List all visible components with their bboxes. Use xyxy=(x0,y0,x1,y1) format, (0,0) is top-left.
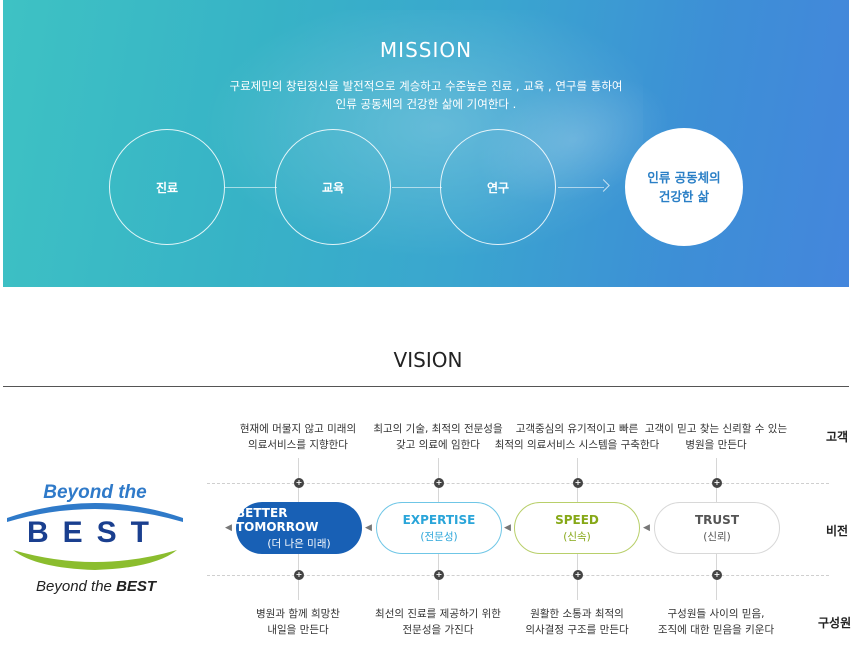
arrow-left-icon: ◀ xyxy=(643,523,650,533)
value-trust: TRUST (신뢰) xyxy=(654,502,780,554)
mission-title: MISSION xyxy=(379,38,473,62)
value-ko: (신뢰) xyxy=(703,530,731,543)
side-label-vision: 비전 xyxy=(826,524,849,538)
arrow-left-icon: ◀ xyxy=(225,523,232,533)
text-line: 의사결정 구조를 만든다 xyxy=(525,624,629,636)
mission-section: MISSION 구료제민의 창립정신을 발전적으로 계승하고 수준높은 진료 ,… xyxy=(3,0,849,287)
goal-line2: 건강한 삶 xyxy=(658,189,710,204)
goal-line1: 인류 공동체의 xyxy=(647,170,721,185)
value-ko: (더 나은 미래) xyxy=(267,537,331,550)
plus-icon: + xyxy=(573,478,583,488)
plus-icon: + xyxy=(434,478,444,488)
text-line: 고객중심의 유기적이고 빠른 xyxy=(515,423,639,435)
text-line: 갖고 의료에 임한다 xyxy=(396,439,480,451)
value-speed: SPEED (신속) xyxy=(514,502,640,554)
mission-goal-circle: 인류 공동체의 건강한 삶 xyxy=(625,128,743,246)
connector-line xyxy=(392,187,442,188)
text-line: 최고의 기술, 최적의 전문성을 xyxy=(373,423,503,435)
plus-icon: + xyxy=(294,570,304,580)
value-ko: (신속) xyxy=(563,530,591,543)
background-light xyxy=(183,10,643,270)
plus-icon: + xyxy=(294,478,304,488)
arrow-left-icon: ◀ xyxy=(365,523,372,533)
logo-caption-b: BEST xyxy=(116,578,157,595)
logo-text-top: Beyond the xyxy=(43,482,147,503)
circle-label: 진료 xyxy=(155,180,179,195)
plus-icon: + xyxy=(434,570,444,580)
connector-line xyxy=(225,187,277,188)
text-line: 전문성을 가진다 xyxy=(402,624,474,636)
plus-icon: + xyxy=(712,478,722,488)
value-better-tomorrow: BETTER TOMORROW (더 나은 미래) xyxy=(236,502,362,554)
text-line: 현재에 머물지 않고 미래의 xyxy=(239,423,357,435)
vision-title: VISION xyxy=(393,348,463,372)
text-line: 병원을 만든다 xyxy=(685,439,747,451)
dashed-line-bottom xyxy=(207,575,829,576)
text-line: 고객이 믿고 찾는 신뢰할 수 있는 xyxy=(644,423,788,435)
dashed-line-top xyxy=(207,483,829,484)
beyond-the-best-logo: Beyond the BEST xyxy=(7,482,183,570)
value-en: EXPERTISE xyxy=(402,512,476,527)
logo-caption: Beyond the BEST xyxy=(36,578,156,595)
logo-caption-a: Beyond the xyxy=(36,578,117,595)
value-ko: (전문성) xyxy=(420,530,458,543)
text-line: 원활한 소통과 최적의 xyxy=(530,608,624,620)
side-label-member: 구성원 xyxy=(818,616,852,630)
plus-icon: + xyxy=(712,570,722,580)
text-line: 최선의 진료를 제공하기 위한 xyxy=(375,608,501,620)
mission-description-line1: 구료제민의 창립정신을 발전적으로 계승하고 수준높은 진료 , 교육 , 연구… xyxy=(229,79,623,93)
mission-circle-education: 교육 xyxy=(275,129,391,245)
value-expertise: EXPERTISE (전문성) xyxy=(376,502,502,554)
value-en: BETTER TOMORROW xyxy=(236,505,319,534)
arrow-left-icon: ◀ xyxy=(504,523,511,533)
side-label-customer: 고객 xyxy=(826,430,849,444)
text-line: 최적의 의료서비스 시스템을 구축한다 xyxy=(494,439,660,451)
divider xyxy=(3,386,849,387)
text-line: 조직에 대한 믿음을 키운다 xyxy=(657,624,775,636)
mission-circle-research: 연구 xyxy=(440,129,556,245)
value-en: TRUST xyxy=(695,512,739,527)
text-line: 의료서비스를 지향한다 xyxy=(248,439,348,451)
mission-circle-care: 진료 xyxy=(109,129,225,245)
mission-description-line2: 인류 공동체의 건강한 삶에 기여한다 . xyxy=(335,97,517,111)
value-member-text: 구성원들 사이의 믿음, 조직에 대한 믿음을 키운다 xyxy=(641,606,791,638)
plus-icon: + xyxy=(573,570,583,580)
connector-line xyxy=(558,187,604,188)
text-line: 병원과 함께 희망찬 xyxy=(256,608,340,620)
text-line: 내일을 만든다 xyxy=(267,624,329,636)
text-line: 구성원들 사이의 믿음, xyxy=(667,608,765,620)
circle-label: 교육 xyxy=(321,180,345,195)
logo-text-main: BEST xyxy=(27,516,163,549)
circle-label: 연구 xyxy=(486,180,510,195)
value-en: SPEED xyxy=(555,512,599,527)
